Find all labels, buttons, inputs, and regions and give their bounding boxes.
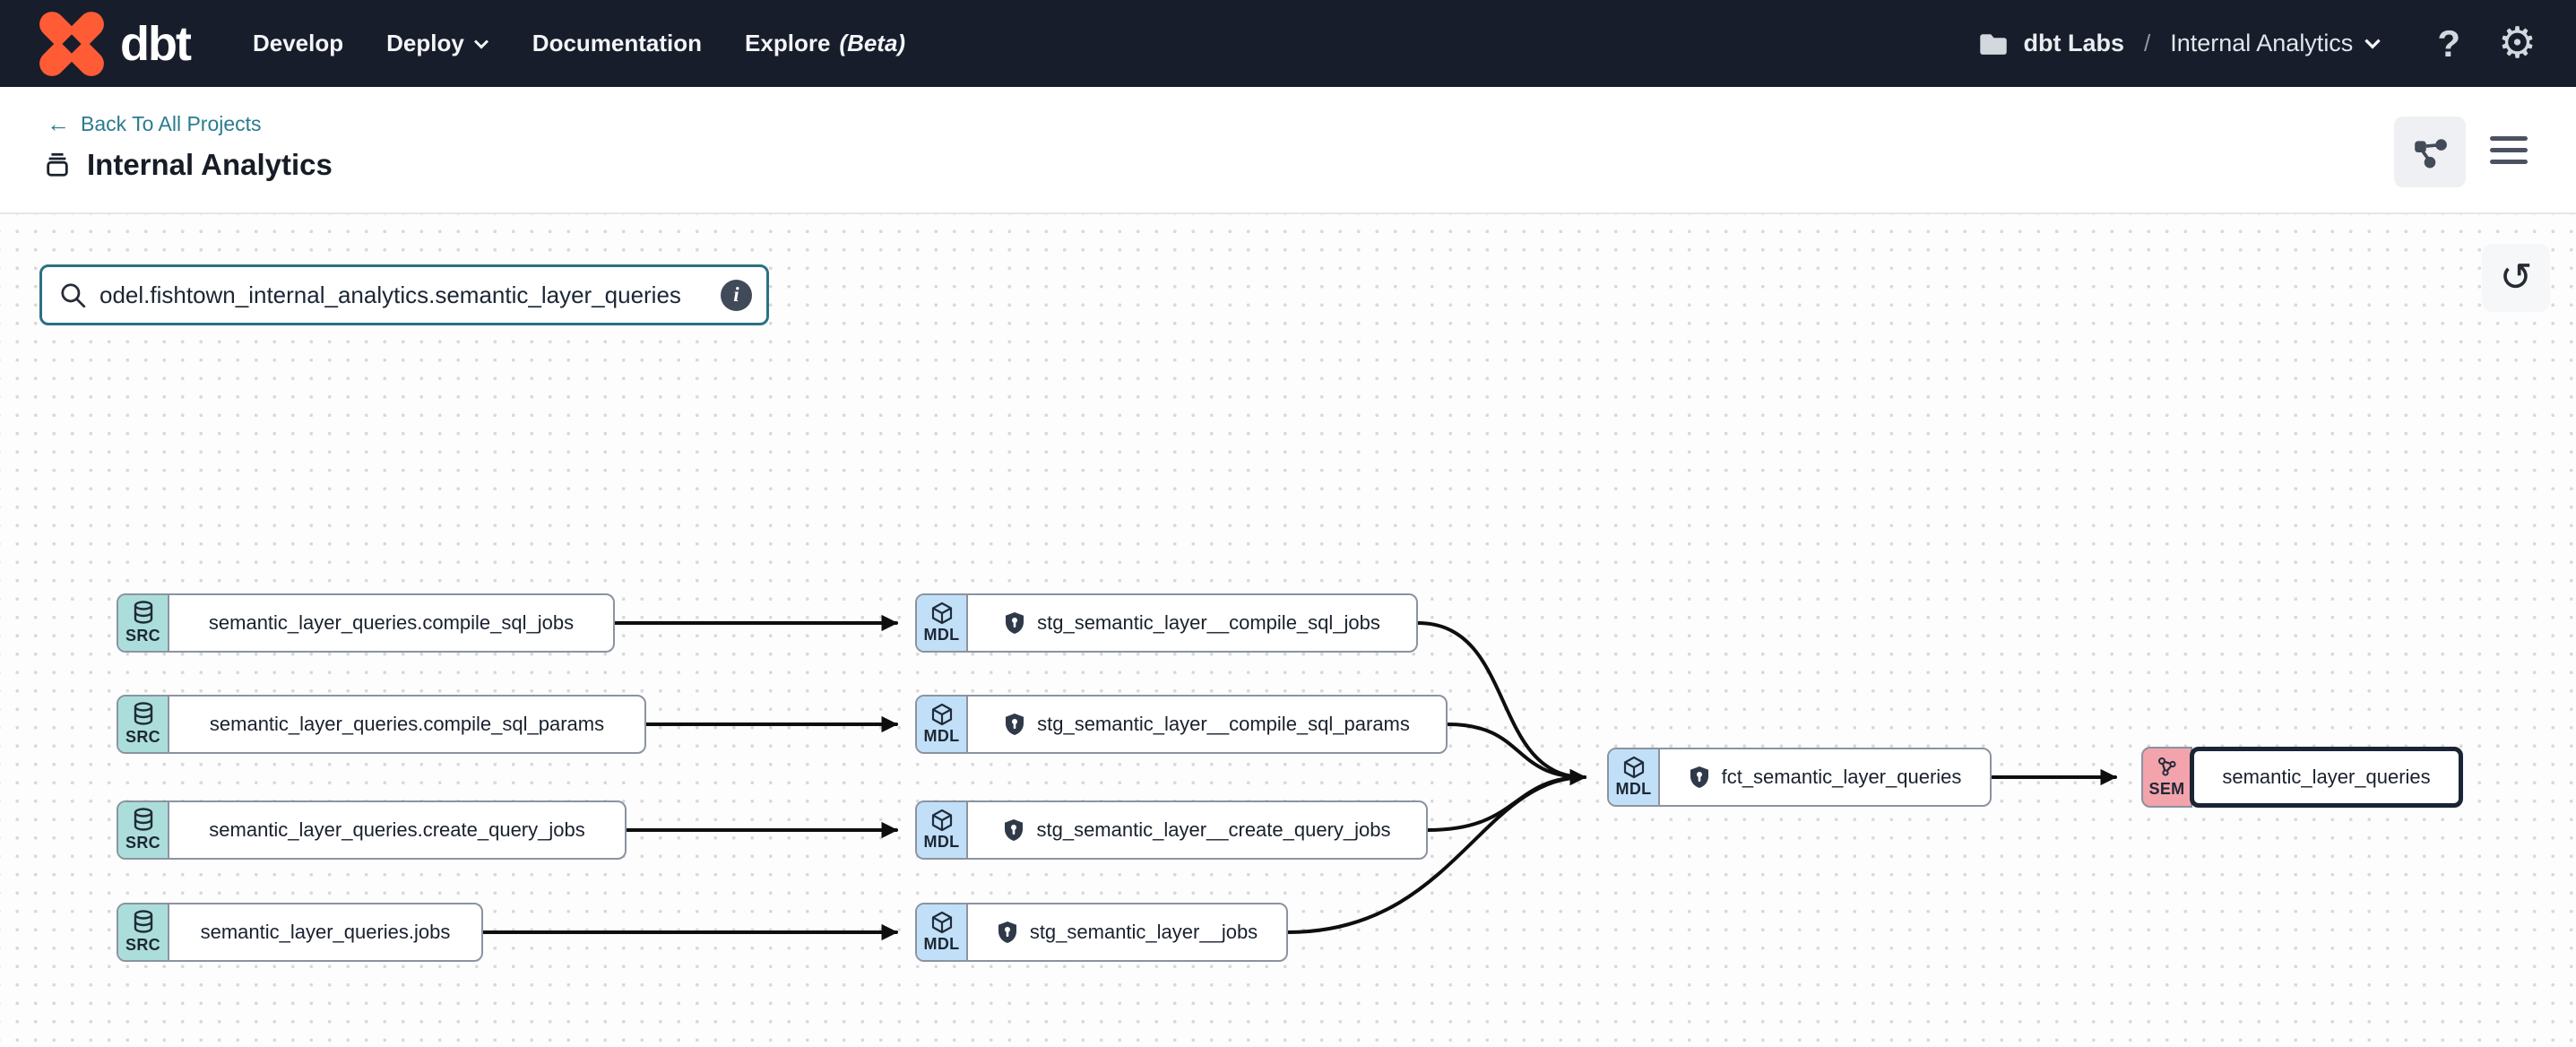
graph-node-src-compile-sql-jobs[interactable]: SRC semantic_layer_queries.compile_sql_j… [117, 593, 615, 653]
cube-icon [1622, 756, 1646, 779]
cube-icon [930, 809, 954, 832]
node-label: fct_semantic_layer_queries [1721, 766, 1962, 788]
node-label: semantic_layer_queries.create_query_jobs [209, 818, 585, 841]
shield-lock-icon [1004, 611, 1025, 635]
graph-node-stg-compile-sql-jobs[interactable]: MDL stg_semantic_layer__compile_sql_jobs [915, 593, 1418, 653]
model-badge: MDL [917, 904, 968, 960]
graph-node-stg-compile-sql-params[interactable]: MDL stg_semantic_layer__compile_sql_para… [915, 695, 1448, 754]
node-label: semantic_layer_queries.jobs [200, 921, 451, 943]
node-label: stg_semantic_layer__create_query_jobs [1036, 818, 1391, 841]
chevron-down-icon [473, 39, 488, 49]
node-label: stg_semantic_layer__compile_sql_jobs [1037, 611, 1380, 634]
chevron-down-icon [2364, 39, 2382, 49]
top-nav-bar: dbt Develop Deploy Documentation Explore… [0, 0, 2576, 87]
folder-icon [1978, 30, 2009, 57]
database-icon [133, 702, 154, 727]
database-icon [133, 601, 154, 626]
model-badge: MDL [917, 595, 968, 651]
source-badge: SRC [118, 802, 169, 858]
search-icon [58, 281, 87, 309]
search-input[interactable] [99, 281, 721, 309]
graph-node-stg-jobs[interactable]: MDL stg_semantic_layer__jobs [915, 903, 1288, 962]
node-label: semantic_layer_queries.compile_sql_param… [209, 713, 605, 735]
node-label: semantic_layer_queries [2222, 766, 2431, 788]
model-badge: MDL [917, 802, 968, 858]
back-link[interactable]: ← Back To All Projects [47, 110, 262, 137]
lineage-icon [2411, 134, 2449, 171]
undo-icon: ↺ [2499, 255, 2533, 299]
nav-menu: Develop Deploy Documentation Explore (Be… [253, 30, 905, 57]
cube-icon [930, 911, 954, 934]
shield-lock-icon [997, 921, 1018, 944]
project-selector[interactable]: Internal Analytics [2170, 30, 2382, 57]
model-badge: MDL [1609, 749, 1660, 805]
reset-view-button[interactable]: ↺ [2482, 244, 2550, 312]
graph-node-sem-semantic-layer-queries[interactable]: SEM semantic_layer_queries [2141, 747, 2463, 808]
shield-lock-icon [1003, 818, 1024, 842]
lineage-canvas[interactable]: i ↺ SRC semantic_layer_queries.compile_s… [0, 214, 2576, 1047]
info-icon[interactable]: i [721, 279, 752, 311]
gear-icon[interactable]: ⚙ [2497, 19, 2537, 67]
cube-icon [930, 601, 954, 625]
model-badge: MDL [917, 697, 968, 752]
lineage-edges [481, 614, 2117, 941]
graph-node-stg-create-query-jobs[interactable]: MDL stg_semantic_layer__create_query_job… [915, 800, 1428, 860]
semantic-badge: SEM [2141, 747, 2192, 808]
arrow-left-icon: ← [47, 110, 70, 137]
node-label: semantic_layer_queries.compile_sql_jobs [208, 611, 575, 634]
shield-lock-icon [1004, 713, 1025, 736]
dbt-logo[interactable]: dbt [39, 11, 192, 76]
node-label: stg_semantic_layer__compile_sql_params [1037, 713, 1410, 735]
source-badge: SRC [118, 697, 169, 752]
database-icon [133, 910, 154, 935]
dbt-logo-text: dbt [120, 16, 192, 71]
share-nodes-icon [2156, 756, 2179, 779]
project-icon [44, 151, 71, 179]
nav-account-area: dbt Labs / Internal Analytics ? ⚙ [1978, 22, 2537, 65]
hamburger-icon [2490, 135, 2528, 141]
dbt-logo-icon [39, 11, 104, 76]
menu-button[interactable] [2490, 130, 2528, 169]
search-box: i [39, 264, 769, 325]
database-icon [133, 808, 154, 833]
source-badge: SRC [118, 595, 169, 651]
beta-badge: (Beta) [839, 30, 906, 56]
nav-item-develop[interactable]: Develop [252, 30, 344, 56]
page-title: Internal Analytics [87, 148, 333, 181]
source-badge: SRC [118, 904, 169, 960]
shield-lock-icon [1689, 766, 1710, 789]
nav-item-documentation[interactable]: Documentation [532, 30, 703, 56]
node-label: stg_semantic_layer__jobs [1029, 921, 1258, 943]
lineage-view-button[interactable] [2394, 117, 2466, 187]
breadcrumb-org: dbt Labs [2023, 30, 2124, 56]
graph-node-src-create-query-jobs[interactable]: SRC semantic_layer_queries.create_query_… [117, 800, 627, 860]
nav-item-explore[interactable]: Explore (Beta) [745, 30, 906, 56]
help-icon[interactable]: ? [2437, 22, 2460, 65]
nav-item-deploy[interactable]: Deploy [386, 30, 489, 57]
cube-icon [930, 703, 954, 726]
graph-node-src-jobs[interactable]: SRC semantic_layer_queries.jobs [117, 903, 483, 962]
graph-node-fct-semantic-layer-queries[interactable]: MDL fct_semantic_layer_queries [1607, 748, 1992, 807]
breadcrumb-separator: / [2143, 30, 2151, 56]
page-header: ← Back To All Projects Internal Analytic… [0, 87, 2576, 214]
graph-node-src-compile-sql-params[interactable]: SRC semantic_layer_queries.compile_sql_p… [117, 695, 646, 754]
